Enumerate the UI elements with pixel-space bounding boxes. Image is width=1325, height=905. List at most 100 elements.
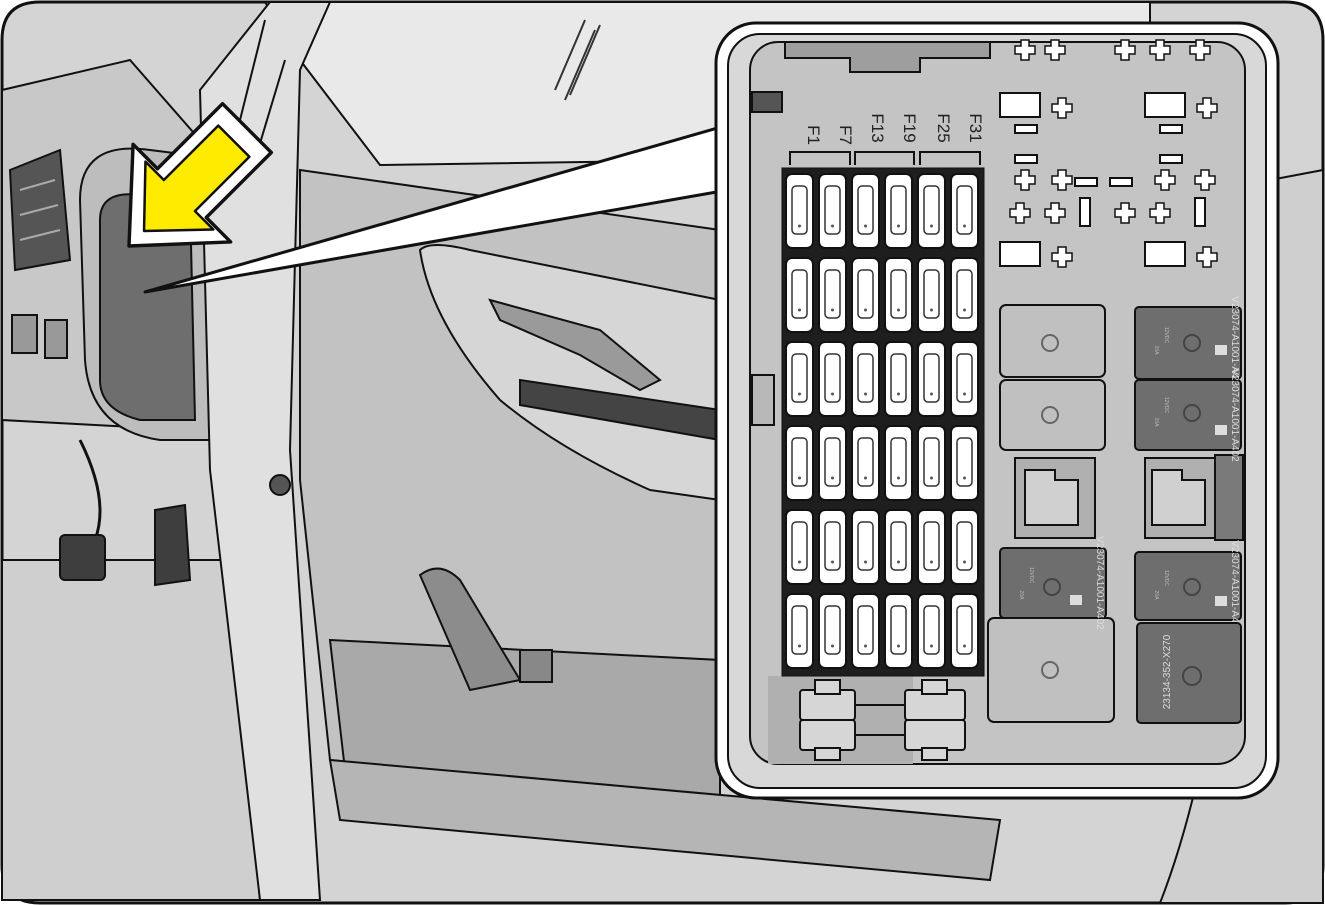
fuse-dot (831, 560, 834, 564)
door-lock-switch (519, 649, 553, 683)
fuse-18[interactable] (950, 341, 979, 417)
fuse-8[interactable] (818, 257, 847, 333)
fuse-17[interactable] (917, 341, 946, 417)
fuse-3[interactable] (851, 173, 880, 249)
terminal-cross-icon (1014, 39, 1036, 61)
fuse-22[interactable] (884, 425, 913, 501)
socket-pin (1079, 197, 1091, 227)
fuse-window (824, 437, 841, 487)
terminal-cross-icon (1051, 97, 1073, 119)
fuse-label-f31: F31 (966, 113, 985, 142)
fuse-window (857, 605, 874, 655)
pedal-2 (154, 503, 192, 587)
fuse-9[interactable] (851, 257, 880, 333)
fuse-34[interactable] (884, 593, 913, 669)
relay-r5-part: 23134-352-X270 (1162, 634, 1173, 709)
fuse-dot (930, 308, 933, 312)
fuse-label-f1: F1 (804, 125, 823, 145)
fuse-dot (963, 308, 966, 312)
fuse-1[interactable] (785, 173, 814, 249)
fuse-14[interactable] (818, 341, 847, 417)
socket-pin (1194, 197, 1206, 227)
fuse-dot (798, 224, 801, 228)
fuse-13[interactable] (785, 341, 814, 417)
fuse-30[interactable] (950, 509, 979, 585)
dash-switch-2 (44, 319, 68, 359)
fuse-dot (930, 560, 933, 564)
fuse-31[interactable] (785, 593, 814, 669)
fuse-7[interactable] (785, 257, 814, 333)
relay-r4-voltage: 12VDC (1163, 570, 1169, 587)
fuse-window (890, 521, 907, 571)
door-handle-recess (488, 298, 662, 392)
fuse-16[interactable] (884, 341, 913, 417)
fuse-29[interactable] (917, 509, 946, 585)
fuse-10[interactable] (884, 257, 913, 333)
fuse-28[interactable] (884, 509, 913, 585)
fuse-35[interactable] (917, 593, 946, 669)
relay-socket-area (999, 92, 1206, 267)
relay-block-2 (999, 379, 1106, 451)
relay-block-2-hole (1041, 406, 1059, 424)
fuse-12[interactable] (950, 257, 979, 333)
fuse-33[interactable] (851, 593, 880, 669)
fuse-window (824, 605, 841, 655)
fuse-11[interactable] (917, 257, 946, 333)
fuse-window (791, 521, 808, 571)
terminal-cross-icon (1114, 202, 1136, 224)
relay-r1-rating: 20A (1153, 346, 1159, 356)
fuse-36[interactable] (950, 593, 979, 669)
fuse-dot (831, 476, 834, 480)
socket-pin (1014, 154, 1038, 164)
socket-slot (999, 241, 1041, 267)
fuse-dot (930, 392, 933, 396)
fuse-21[interactable] (851, 425, 880, 501)
connector-port-1 (1014, 457, 1096, 539)
fuse-label-f25: F25 (934, 113, 953, 142)
fuse-26[interactable] (818, 509, 847, 585)
socket-slot (1144, 92, 1186, 118)
socket-pin (1159, 124, 1183, 134)
relay-block-1-hole (1041, 334, 1059, 352)
relay-r2: V23074-A1001-A402 20A 12VDC (1134, 368, 1242, 462)
pedal-arm (78, 439, 102, 541)
relay-r3-voltage: 12VDC (1028, 567, 1034, 584)
door-hinge (269, 474, 291, 496)
fuse-label-f13: F13 (868, 113, 887, 142)
fuse-24[interactable] (950, 425, 979, 501)
fuse-19[interactable] (785, 425, 814, 501)
panel-top-notch (784, 41, 991, 73)
fuse-2[interactable] (818, 173, 847, 249)
fuse-dot (798, 476, 801, 480)
fuse-32[interactable] (818, 593, 847, 669)
fuse-window (857, 185, 874, 235)
fuse-window (923, 437, 940, 487)
terminal-cross-icon (1189, 39, 1211, 61)
fuse-6[interactable] (950, 173, 979, 249)
socket-pin (1109, 177, 1133, 187)
dash-switch (11, 314, 38, 354)
fuse-window (857, 437, 874, 487)
terminal-cross-icon (1196, 246, 1218, 268)
relay-r2-rating: 20A (1153, 418, 1159, 428)
fuse-5[interactable] (917, 173, 946, 249)
fuse-box-inset: F1 F7 F13 F19 F25 F31 (714, 21, 1280, 800)
fuse-23[interactable] (917, 425, 946, 501)
fuse-dot (798, 308, 801, 312)
fuse-dot (930, 644, 933, 648)
fuse-4[interactable] (884, 173, 913, 249)
fuse-20[interactable] (818, 425, 847, 501)
fuse-window (890, 605, 907, 655)
fuse-dot (897, 476, 900, 480)
terminal-cross-icon (1044, 39, 1066, 61)
fuse-bracket (789, 151, 981, 165)
fuse-27[interactable] (851, 509, 880, 585)
terminal-cross-icon (1154, 169, 1176, 191)
fuse-25[interactable] (785, 509, 814, 585)
relay-block-1 (999, 304, 1106, 378)
pedal (59, 534, 106, 581)
fuse-15[interactable] (851, 341, 880, 417)
fuse-dot (831, 224, 834, 228)
fuse-window (923, 605, 940, 655)
relay-block-3 (987, 617, 1115, 723)
